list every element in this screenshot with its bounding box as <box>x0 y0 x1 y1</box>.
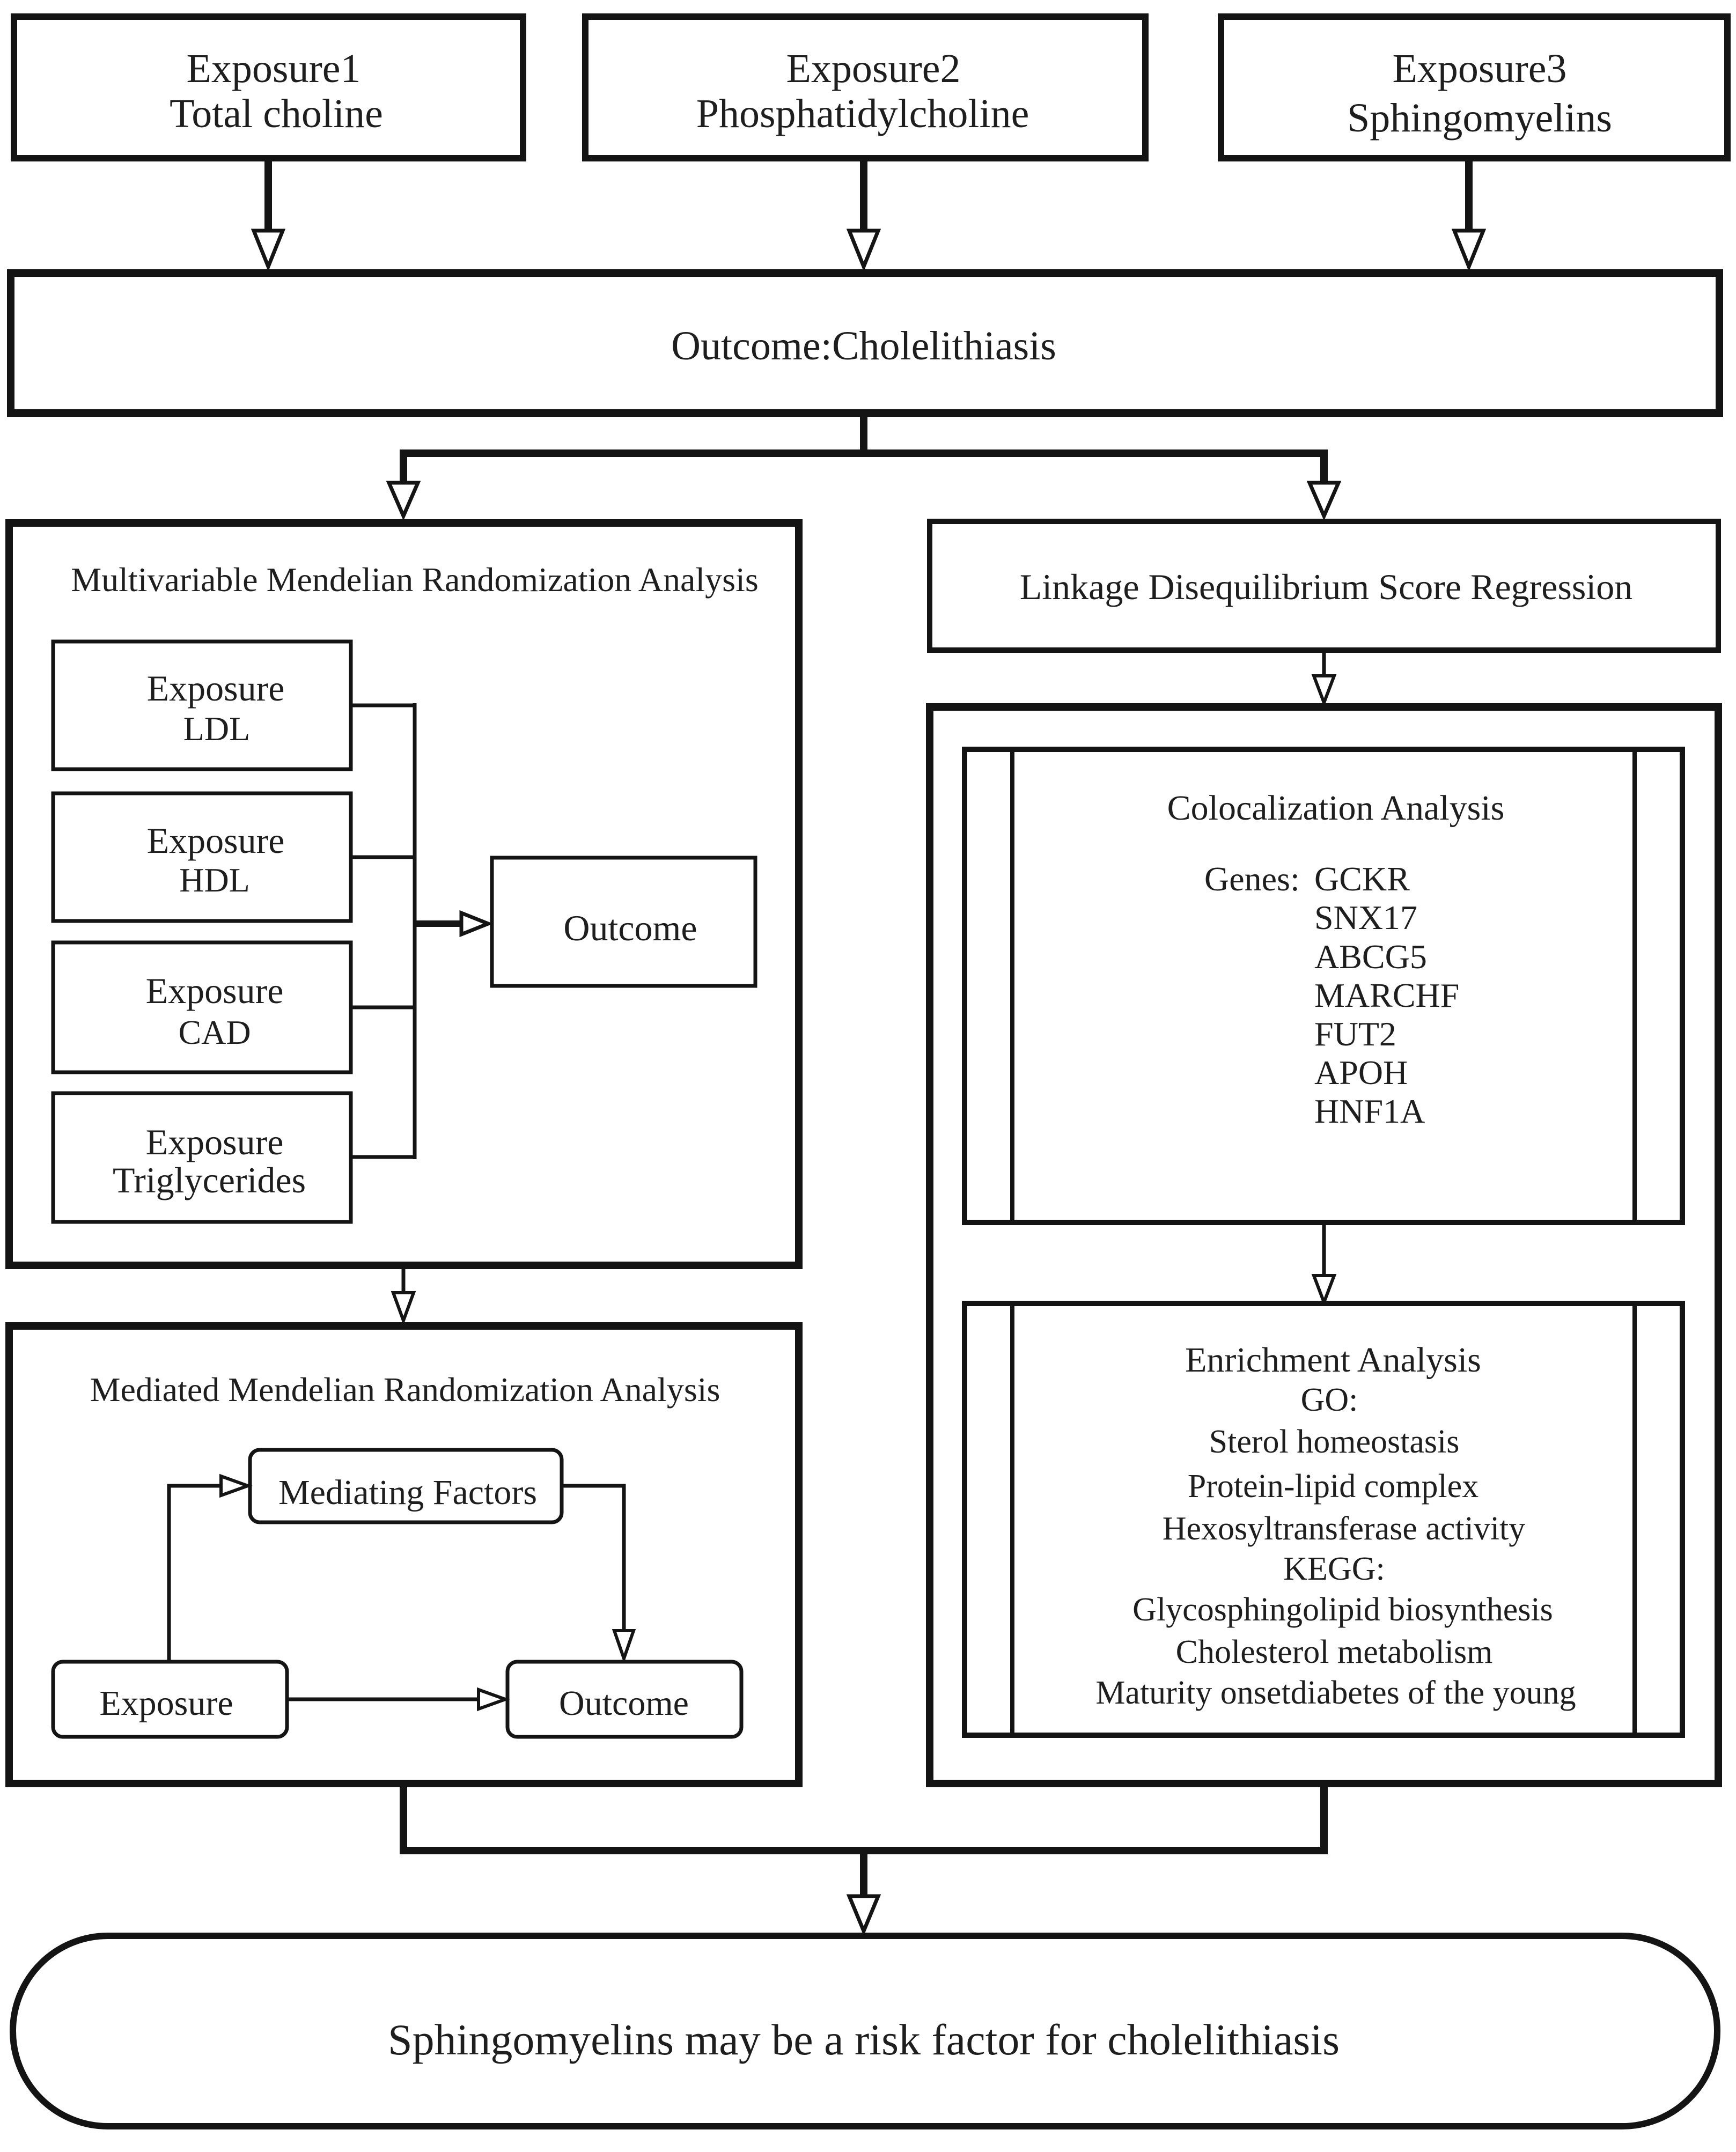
coloc-to-enrichment-arrow <box>1311 1222 1337 1307</box>
ldsc-box: Linkage Disequilibrium Score Regression <box>927 519 1721 653</box>
coloc-genes-label: Genes: <box>1204 860 1300 898</box>
mvmr-title: Multivariable Mendelian Randomization An… <box>71 561 759 599</box>
go-term: Hexosyltransferase activity <box>1163 1510 1526 1547</box>
exposure1-label: Exposure1 <box>186 46 361 91</box>
mediated-outcome-label: Outcome <box>559 1684 689 1723</box>
mvmr-exposure-cad: Exposure CAD <box>51 940 353 1074</box>
gene-item: ABCG5 <box>1314 938 1427 976</box>
enrichment-title: Enrichment Analysis <box>1185 1340 1481 1380</box>
ldsc-to-coloc-arrow <box>1311 650 1337 707</box>
mediating-factors-label: Mediating Factors <box>278 1473 537 1512</box>
mvmr-exposure-hdl-name: HDL <box>179 861 250 899</box>
mvmr-exposure-cad-label: Exposure <box>146 970 284 1011</box>
gene-item: APOH <box>1314 1053 1408 1092</box>
exposure1-box: Exposure1 Total choline <box>11 13 526 161</box>
mvmr-exposure-triglycerides-name: Triglycerides <box>113 1160 306 1200</box>
enrichment-box: Enrichment Analysis GO: Sterol homeostas… <box>962 1301 1685 1738</box>
kegg-term: Maturity onsetdiabetes of the young <box>1095 1675 1576 1711</box>
mvmr-exposure-hdl-label: Exposure <box>147 820 285 861</box>
go-term: Sterol homeostasis <box>1209 1424 1460 1460</box>
mvmr-exposure-ldl: Exposure LDL <box>51 639 353 771</box>
outcome-main-box: Outcome:Cholelithiasis <box>7 269 1723 417</box>
mvmr-exposure-hdl: Exposure HDL <box>51 791 353 923</box>
mediated-exposure-box: Exposure <box>51 1660 289 1739</box>
gene-item: FUT2 <box>1314 1015 1396 1053</box>
split-connector <box>386 413 1342 521</box>
exposure2-label: Exposure2 <box>786 46 960 91</box>
kegg-term: Glycosphingolipid biosynthesis <box>1132 1591 1553 1628</box>
mvmr-exposure-ldl-name: LDL <box>183 710 250 748</box>
mediated-exposure-label: Exposure <box>99 1684 233 1723</box>
gene-item: GCKR <box>1314 860 1410 898</box>
mediated-outcome-box: Outcome <box>505 1660 744 1739</box>
mvmr-connector <box>351 703 494 1159</box>
mvmr-exposure-cad-name: CAD <box>178 1013 251 1051</box>
gene-item: SNX17 <box>1314 898 1417 937</box>
mediated-panel: Mediated Mendelian Randomization Analysi… <box>5 1322 803 1787</box>
kegg-term: Cholesterol metabolism <box>1176 1634 1493 1670</box>
exposure3-label: Exposure3 <box>1392 46 1566 91</box>
exposure3-box: Exposure3 Sphingomyelins <box>1218 13 1731 161</box>
coloc-title: Colocalization Analysis <box>1167 788 1505 828</box>
merge-connector <box>400 1783 1328 1936</box>
gene-item: HNF1A <box>1314 1092 1425 1130</box>
mvmr-outcome: Outcome <box>490 856 757 988</box>
mvmr-exposure-ldl-label: Exposure <box>147 668 285 709</box>
mediated-title: Mediated Mendelian Randomization Analysi… <box>90 1370 720 1409</box>
gene-item: MARCHF <box>1314 976 1459 1014</box>
kegg-label: KEGG: <box>1283 1551 1385 1587</box>
go-label: GO: <box>1301 1382 1358 1418</box>
mvmr-exposure-triglycerides-label: Exposure <box>146 1122 284 1162</box>
go-term: Protein-lipid complex <box>1188 1468 1478 1505</box>
coloc-box: Colocalization Analysis Genes: GCKR SNX1… <box>962 747 1685 1225</box>
exposure2-box: Exposure2 Phosphatidylcholine <box>582 13 1149 161</box>
exposure1-name: Total choline <box>170 91 383 136</box>
exposure-arrows <box>251 158 1487 272</box>
mvmr-exposure-triglycerides: Exposure Triglycerides <box>51 1091 353 1224</box>
mvmr-to-mediated-arrow <box>391 1265 416 1325</box>
mediated-arrows <box>167 1473 636 1712</box>
mvmr-panel: Multivariable Mendelian Randomization An… <box>5 519 803 1269</box>
mvmr-outcome-label: Outcome <box>563 908 697 948</box>
exposure2-name: Phosphatidylcholine <box>696 91 1029 136</box>
exposure3-name: Sphingomyelins <box>1347 95 1612 141</box>
conclusion-box: Sphingomyelins may be a risk factor for … <box>10 1933 1720 2129</box>
ldsc-title: Linkage Disequilibrium Score Regression <box>1020 566 1633 607</box>
conclusion-text: Sphingomyelins may be a risk factor for … <box>388 2015 1340 2064</box>
outcome-main-label: Outcome:Cholelithiasis <box>671 323 1056 369</box>
mediating-factors-box: Mediating Factors <box>248 1448 564 1524</box>
genetics-panel: Colocalization Analysis Genes: GCKR SNX1… <box>926 703 1722 1787</box>
